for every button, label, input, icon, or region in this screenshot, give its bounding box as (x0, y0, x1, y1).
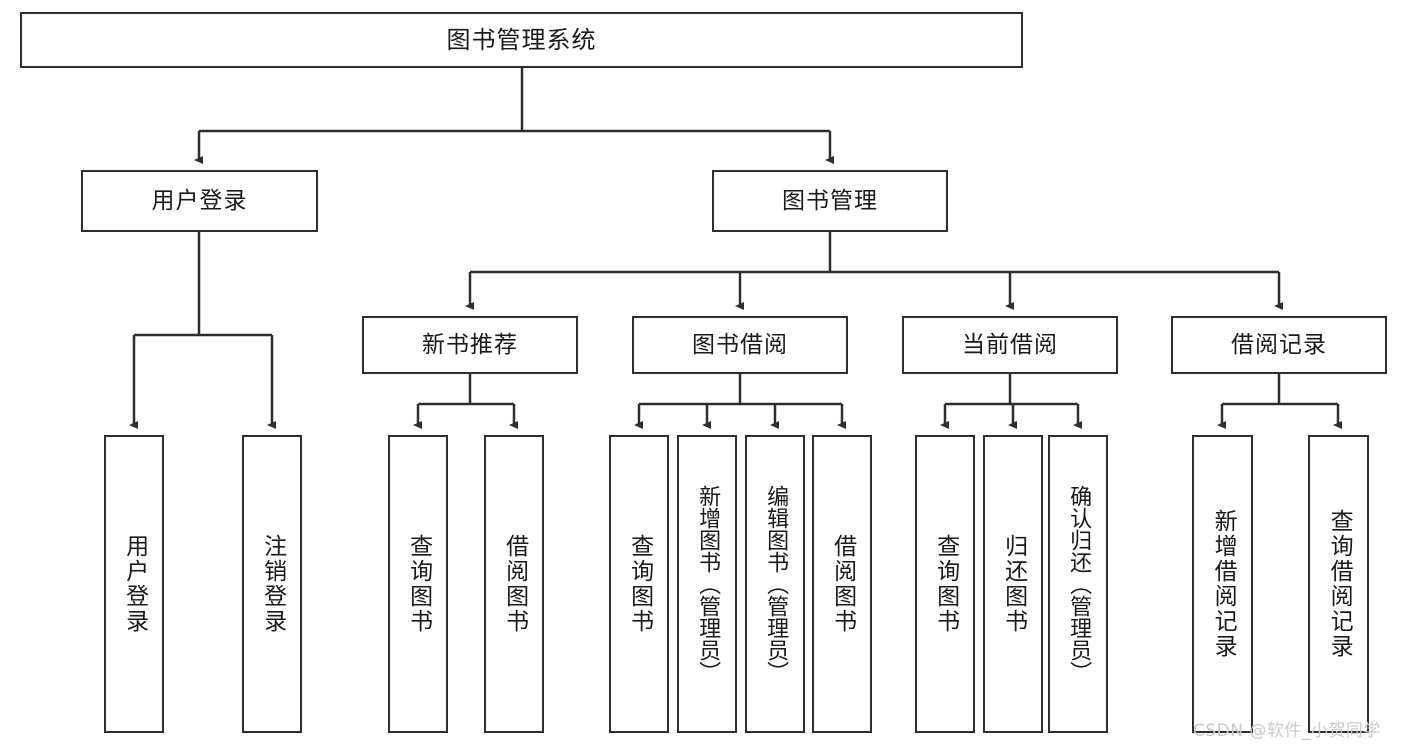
node-borrow-record[interactable]: 借阅记录 (1171, 316, 1387, 374)
node-new-book-recommend-label: 新书推荐 (422, 331, 518, 358)
node-leaf-borrow-book-2-label: 借阅图书 (829, 534, 856, 634)
node-leaf-query-book-3-label: 查询图书 (932, 534, 959, 634)
node-leaf-logout-label: 注销登录 (259, 534, 286, 634)
node-book-management-label: 图书管理 (782, 187, 878, 214)
node-leaf-add-borrow-record-label: 新增借阅记录 (1210, 509, 1237, 659)
node-leaf-return-book-label: 归还图书 (1000, 534, 1027, 634)
node-leaf-query-borrow-record-label: 查询借阅记录 (1326, 509, 1353, 659)
node-leaf-query-book-2-label: 查询图书 (626, 534, 653, 634)
node-user-login-label: 用户登录 (151, 187, 248, 214)
node-leaf-user-login-label: 用户登录 (121, 534, 148, 634)
node-root[interactable]: 图书管理系统 (20, 12, 1023, 68)
node-leaf-query-borrow-record[interactable]: 查询借阅记录 (1308, 435, 1369, 733)
node-leaf-add-book-admin-label: 新增图书（管理员） (695, 485, 721, 683)
node-current-borrow-label: 当前借阅 (962, 331, 1058, 358)
node-leaf-edit-book-admin-label: 编辑图书（管理员） (763, 485, 789, 683)
node-leaf-query-book-2[interactable]: 查询图书 (609, 435, 669, 733)
node-new-book-recommend[interactable]: 新书推荐 (362, 316, 578, 374)
node-leaf-user-login[interactable]: 用户登录 (104, 435, 164, 733)
node-leaf-confirm-return-admin-label: 确认归还（管理员） (1066, 485, 1092, 683)
node-leaf-query-book-1-label: 查询图书 (405, 534, 432, 634)
node-leaf-borrow-book-1-label: 借阅图书 (501, 534, 528, 634)
node-user-login[interactable]: 用户登录 (81, 170, 318, 232)
node-leaf-borrow-book-1[interactable]: 借阅图书 (484, 435, 544, 733)
node-leaf-return-book[interactable]: 归还图书 (983, 435, 1043, 733)
node-leaf-confirm-return-admin[interactable]: 确认归还（管理员） (1048, 435, 1108, 733)
node-leaf-borrow-book-2[interactable]: 借阅图书 (812, 435, 872, 733)
watermark: CSDN @软件_小贺同学 (1193, 721, 1381, 741)
node-borrow-record-label: 借阅记录 (1231, 331, 1327, 358)
node-leaf-query-book-3[interactable]: 查询图书 (915, 435, 975, 733)
node-root-label: 图书管理系统 (446, 26, 597, 54)
node-leaf-add-borrow-record[interactable]: 新增借阅记录 (1192, 435, 1253, 733)
node-leaf-edit-book-admin[interactable]: 编辑图书（管理员） (745, 435, 805, 733)
node-book-borrow[interactable]: 图书借阅 (632, 316, 848, 374)
node-book-borrow-label: 图书借阅 (692, 331, 788, 358)
node-leaf-query-book-1[interactable]: 查询图书 (388, 435, 448, 733)
node-leaf-add-book-admin[interactable]: 新增图书（管理员） (677, 435, 737, 733)
node-leaf-logout[interactable]: 注销登录 (242, 435, 302, 733)
node-book-management[interactable]: 图书管理 (712, 170, 948, 232)
node-current-borrow[interactable]: 当前借阅 (902, 316, 1118, 374)
